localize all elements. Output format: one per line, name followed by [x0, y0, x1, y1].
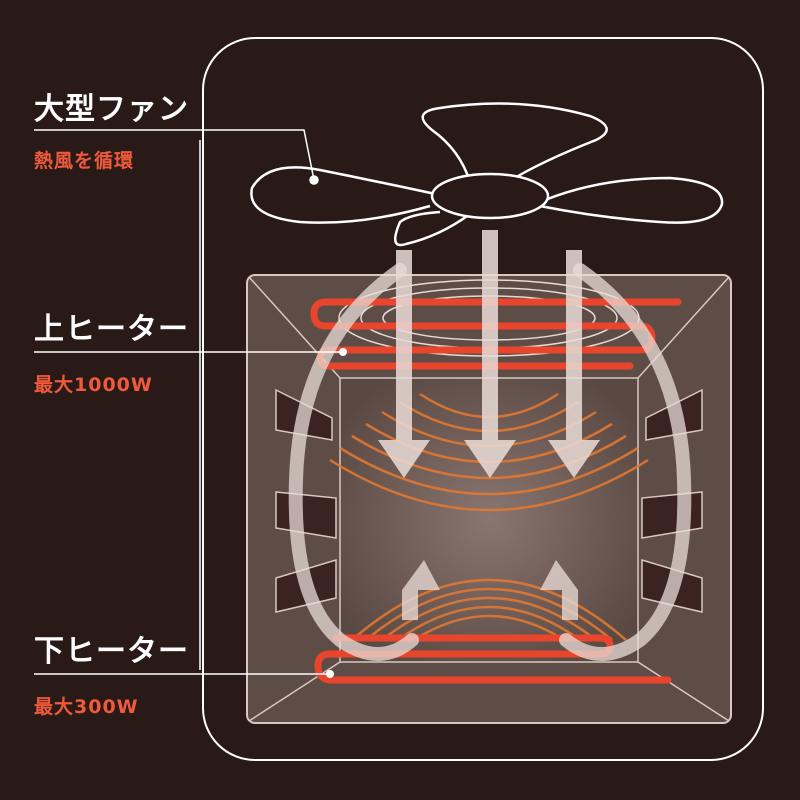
lower-heat-waves — [351, 578, 627, 642]
fan-subtitle: 熱風を循環 — [34, 150, 135, 172]
fan-hub — [430, 172, 550, 220]
fan-title: 大型ファン — [34, 92, 189, 127]
top-heater-title: 上ヒーター — [34, 312, 189, 347]
fan-blade-bottom — [393, 210, 471, 247]
fan-blade-top — [421, 102, 608, 184]
bottom-heater-subtitle: 最大300W — [34, 696, 139, 718]
chamber-perspective-lines — [248, 276, 730, 722]
leader-lines — [34, 129, 343, 675]
airflow-loops — [288, 263, 692, 661]
fan-blade-left — [250, 166, 441, 224]
fan-blade-right — [539, 176, 724, 224]
oven-body-outline — [202, 37, 764, 761]
airflow-arrows — [378, 230, 600, 620]
fan-leader — [34, 129, 315, 181]
fan-icon — [250, 102, 724, 247]
top-heater-subtitle: 最大1000W — [34, 374, 153, 396]
bottom-heater-title: 下ヒーター — [34, 634, 189, 669]
